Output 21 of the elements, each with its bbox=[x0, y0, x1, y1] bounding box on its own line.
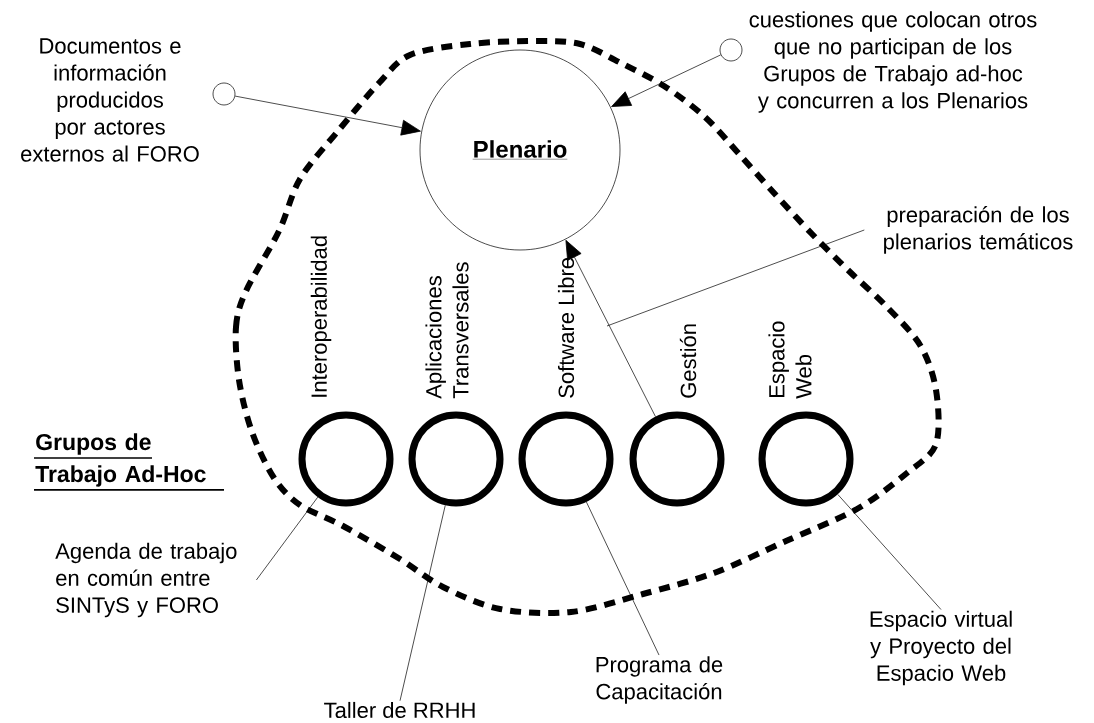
group-label: Software Libre bbox=[557, 257, 575, 398]
group-label: Espacio Web bbox=[768, 321, 812, 399]
group-label: Gestión bbox=[679, 324, 697, 398]
leader-line bbox=[399, 504, 446, 702]
text-label: Taller de RRHH bbox=[324, 701, 475, 719]
text-label: Programa de Capacitación bbox=[596, 656, 723, 704]
arrow bbox=[565, 239, 656, 417]
text-label: Documentos e información producidos por actores externos al FORO bbox=[21, 38, 199, 162]
arrow bbox=[234, 95, 421, 136]
leader-line bbox=[256, 496, 319, 581]
group-label: Aplicaciones Transversales bbox=[425, 262, 469, 399]
group-label: Interoperabilidad bbox=[310, 236, 332, 397]
leader-line bbox=[586, 501, 660, 656]
text-label: Espacio virtual y Proyecto del Espacio Web bbox=[870, 610, 1012, 686]
leader-line bbox=[606, 229, 865, 327]
text-label: preparación de los plenarios temáticos bbox=[884, 206, 1073, 254]
text-label: cuestiones que colocan otros que no participan de los Grupos de Trabajo ad-hoc y concurren a los Plenarios bbox=[749, 11, 1037, 113]
leader-line bbox=[837, 494, 942, 610]
arrow bbox=[611, 54, 722, 107]
group-heading: Grupos de Trabajo Ad-Hoc bbox=[33, 433, 225, 491]
text-label: Agenda de trabajo en común entre SINTyS y FORO bbox=[55, 542, 237, 618]
